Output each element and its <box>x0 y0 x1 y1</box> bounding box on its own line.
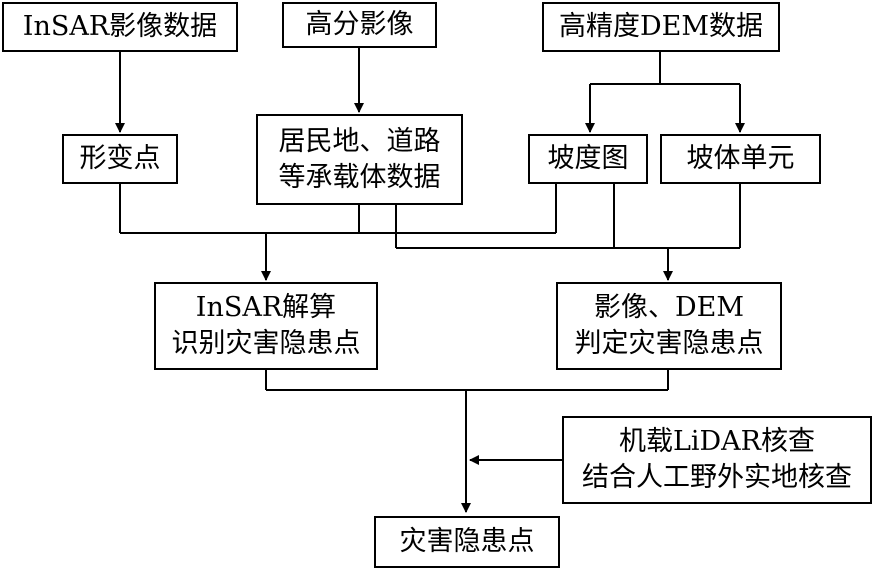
node-lidar-check-line2: 结合人工野外实地核查 <box>582 462 852 493</box>
node-highres-image: 高分影像 <box>282 2 437 48</box>
node-slope-map: 坡度图 <box>528 134 648 184</box>
node-image-dem-line1: 影像、DEM <box>593 292 744 323</box>
node-hazard-points-label: 灾害隐患点 <box>399 526 535 557</box>
node-insar-solve-line2: 识别灾害隐患点 <box>171 328 361 359</box>
node-lidar-check-line1: 机载LiDAR核查 <box>618 426 816 457</box>
node-dem-data-label: 高精度DEM数据 <box>558 11 763 42</box>
node-image-dem-line2: 判定灾害隐患点 <box>574 328 764 359</box>
node-insar-solve-line1: InSAR解算 <box>195 292 337 323</box>
node-highres-image-label: 高分影像 <box>305 9 414 40</box>
node-residential: 居民地、道路 等承载体数据 <box>256 114 463 205</box>
node-residential-line1: 居民地、道路 <box>278 125 441 157</box>
node-insar-data-label: InSAR影像数据 <box>22 11 218 42</box>
node-deform-points: 形变点 <box>62 134 178 184</box>
node-slope-map-label: 坡度图 <box>547 143 629 174</box>
node-residential-line2: 等承载体数据 <box>278 161 441 193</box>
node-insar-data: InSAR影像数据 <box>2 2 238 52</box>
node-image-dem: 影像、DEM 判定灾害隐患点 <box>556 282 782 370</box>
node-insar-solve: InSAR解算 识别灾害隐患点 <box>154 282 378 370</box>
node-lidar-check: 机载LiDAR核查 结合人工野外实地核查 <box>562 416 872 504</box>
node-hazard-points: 灾害隐患点 <box>374 516 560 568</box>
node-deform-points-label: 形变点 <box>79 143 161 174</box>
node-slope-unit: 坡体单元 <box>660 134 821 184</box>
node-dem-data: 高精度DEM数据 <box>542 2 780 52</box>
node-slope-unit-label: 坡体单元 <box>686 143 795 174</box>
